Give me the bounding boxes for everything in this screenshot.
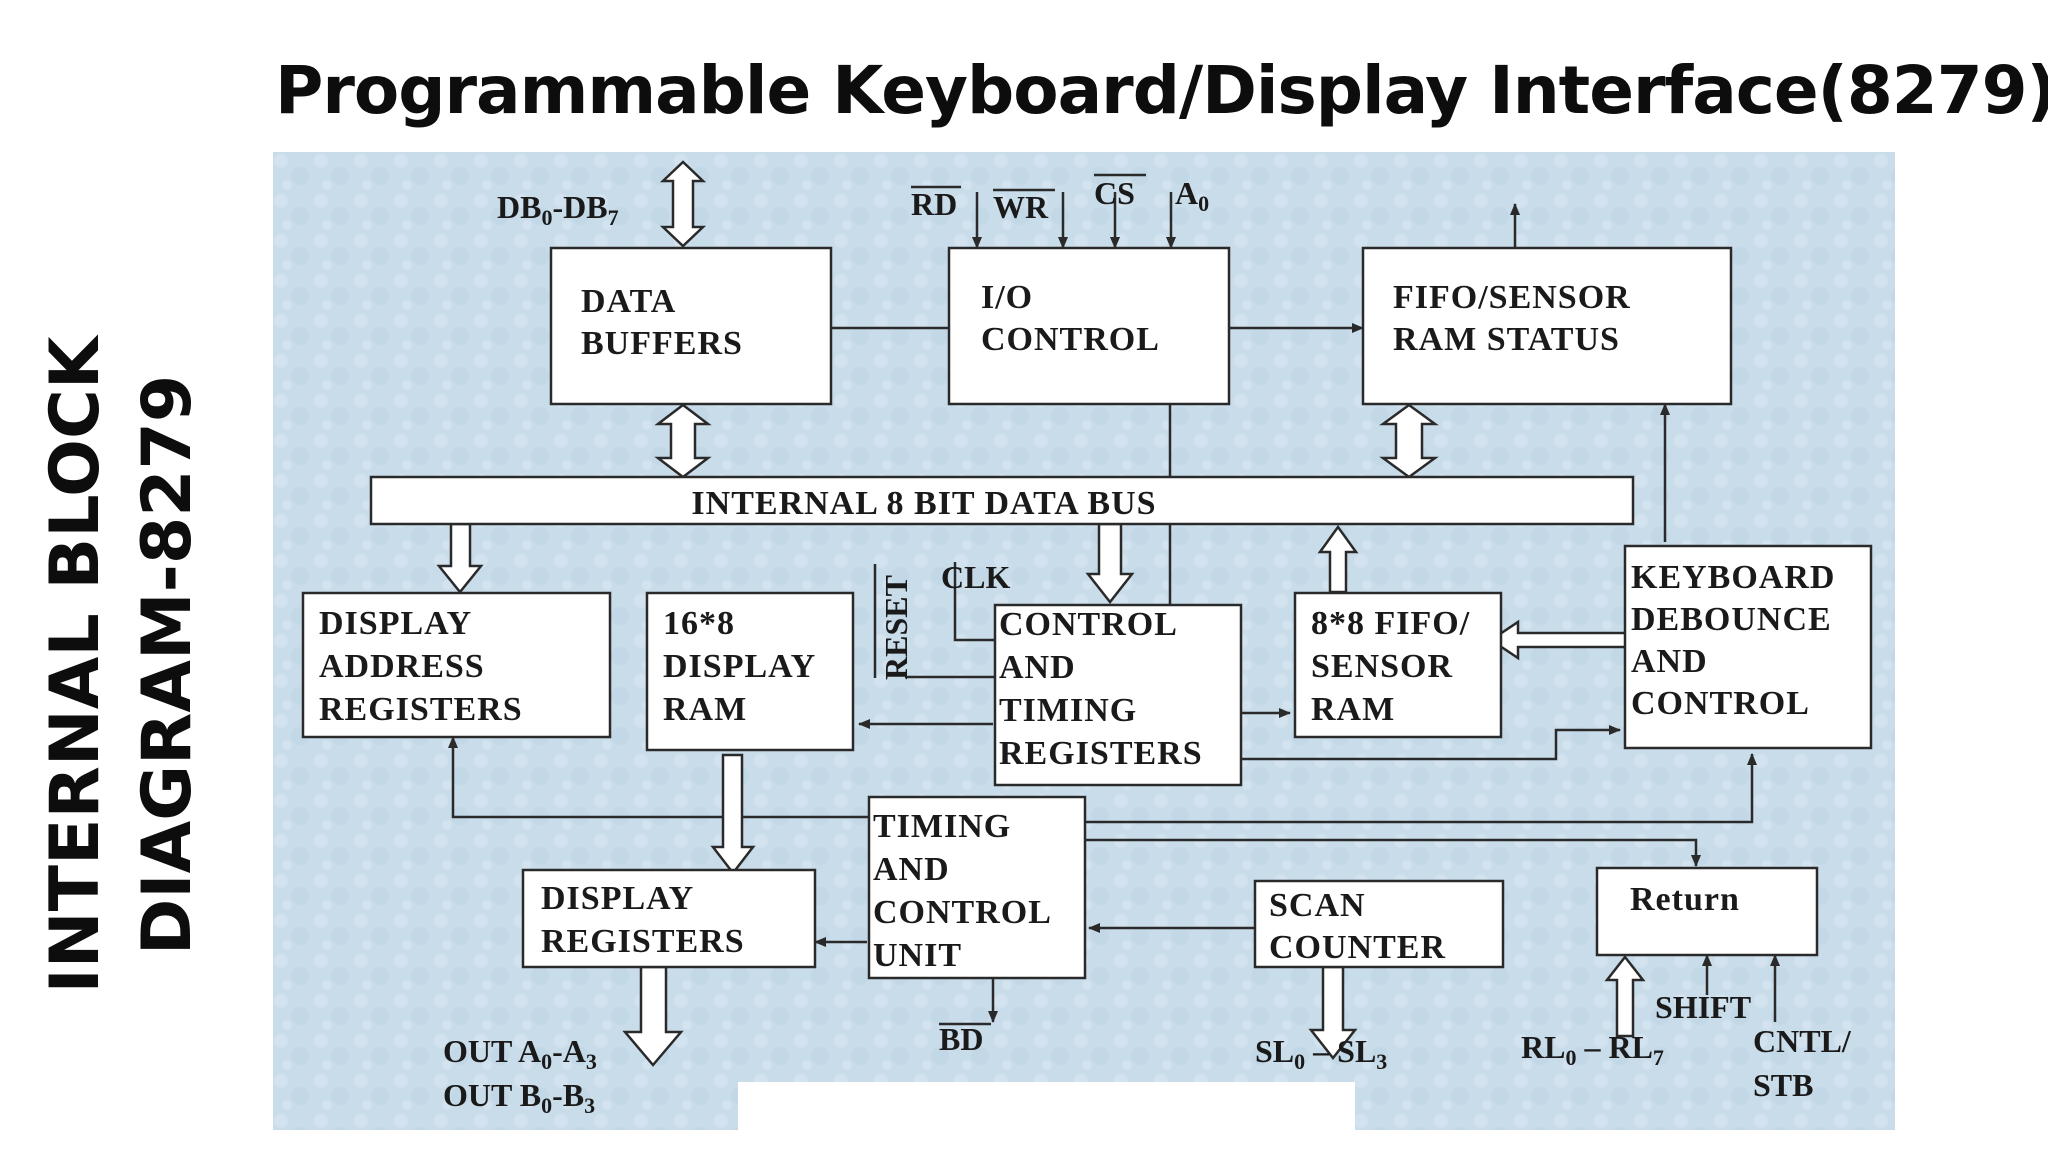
fifo-ram-line1: 8*8 FIFO/ <box>1311 605 1470 642</box>
display-address-line1: DISPLAY <box>319 605 472 642</box>
keyboard-line4: CONTROL <box>1631 685 1810 722</box>
slide-title: Programmable Keyboard/Display Interface(… <box>275 52 2048 129</box>
pin-bd: BD <box>939 1021 983 1057</box>
pin-shift: SHIFT <box>1655 989 1751 1025</box>
side-label: INTERNAL BLOCK DIAGRAM-8279 <box>30 295 214 1035</box>
scan-counter-line2: COUNTER <box>1269 929 1446 966</box>
control-timing-line1: CONTROL <box>999 606 1178 643</box>
control-timing-line2: AND <box>999 649 1076 686</box>
fifo-ram-line2: SENSOR <box>1311 648 1453 685</box>
block-timing-control-unit: TIMING AND CONTROL UNIT <box>867 795 1087 980</box>
block-return: Return <box>1595 866 1819 957</box>
connection-lines <box>448 192 1780 1023</box>
side-label-line1: INTERNAL BLOCK <box>36 336 115 994</box>
fifo-status-bus-arrow <box>1379 403 1439 479</box>
keyboard-line1: KEYBOARD <box>1631 559 1835 596</box>
block-fifo-sensor-ram: 8*8 FIFO/ SENSOR RAM <box>1293 591 1503 739</box>
pin-wr: WR <box>993 189 1049 225</box>
block-io-control: I/O CONTROL <box>947 246 1231 406</box>
block-display-address-registers: DISPLAY ADDRESS REGISTERS <box>301 591 612 739</box>
bus-arrows <box>436 160 1646 1067</box>
timing-unit-line4: UNIT <box>873 937 962 974</box>
bottom-blank-strip <box>738 1082 1355 1130</box>
buffers-bus-arrow <box>654 403 712 479</box>
pin-cs: CS <box>1094 175 1135 211</box>
display-ram-line3: RAM <box>663 691 747 728</box>
keyboard-line3: AND <box>1631 643 1708 680</box>
bus-to-display-address-arrow <box>436 522 484 594</box>
display-registers-line2: REGISTERS <box>541 923 745 960</box>
display-registers-line1: DISPLAY <box>541 880 694 917</box>
fifo-status-line2: RAM STATUS <box>1393 321 1620 358</box>
scan-counter-output-arrow <box>1308 965 1358 1061</box>
control-timing-line3: TIMING <box>999 692 1137 729</box>
pin-a0: A0 <box>1175 175 1209 216</box>
fifo-status-line1: FIFO/SENSOR <box>1393 279 1631 316</box>
pin-clk: CLK <box>941 559 1010 595</box>
pin-reset: RESET <box>878 575 914 680</box>
block-fifo-sensor-status: FIFO/SENSOR RAM STATUS <box>1361 246 1733 406</box>
pin-db: DB0-DB7 <box>497 189 619 230</box>
pin-rl: RL0 – RL7 <box>1521 1029 1664 1070</box>
side-label-line2: DIAGRAM-8279 <box>128 374 207 956</box>
block-data-buffers: DATA BUFFERS <box>549 246 833 406</box>
internal-bus-label: INTERNAL 8 BIT DATA BUS <box>691 485 1156 522</box>
keyboard-line2: DEBOUNCE <box>1631 601 1832 638</box>
display-address-line2: ADDRESS <box>319 648 485 685</box>
display-address-line3: REGISTERS <box>319 691 523 728</box>
display-ram-line1: 16*8 <box>663 605 735 642</box>
display-registers-output-arrow <box>622 965 684 1067</box>
block-display-registers: DISPLAY REGISTERS <box>521 868 817 969</box>
timing-unit-line3: CONTROL <box>873 894 1052 931</box>
pin-sl: SL0 – SL3 <box>1255 1033 1387 1074</box>
block-keyboard-debounce: KEYBOARD DEBOUNCE AND CONTROL <box>1623 544 1873 750</box>
control-timing-line4: REGISTERS <box>999 735 1203 772</box>
timing-unit-line1: TIMING <box>873 808 1011 845</box>
display-ram-line2: DISPLAY <box>663 648 816 685</box>
block-internal-data-bus: INTERNAL 8 BIT DATA BUS <box>369 475 1635 526</box>
fifo-ram-line3: RAM <box>1311 691 1395 728</box>
pin-labels: DB0-DB7 RD WR CS A0 CLK RESET BD OUT A0-… <box>443 173 1852 1118</box>
rl-input-arrow <box>1604 954 1646 1038</box>
pin-rd: RD <box>911 186 957 222</box>
data-buffers-line2: BUFFERS <box>581 325 743 362</box>
block-control-timing-registers: CONTROL AND TIMING REGISTERS <box>993 603 1243 787</box>
db-bidirectional-arrow <box>659 160 707 248</box>
scan-counter-line1: SCAN <box>1269 887 1366 924</box>
timing-unit-line2: AND <box>873 851 950 888</box>
pin-out-b: OUT B0-B3 <box>443 1077 595 1118</box>
block-diagram: DATA BUFFERS I/O CONTROL FIFO/SENSOR RAM… <box>273 152 1895 1130</box>
pin-cntl-line1: CNTL/ <box>1753 1023 1852 1059</box>
return-label: Return <box>1630 881 1740 918</box>
pin-out-a: OUT A0-A3 <box>443 1033 597 1074</box>
io-control-line1: I/O <box>981 279 1033 316</box>
bus-to-control-arrow <box>1085 522 1135 605</box>
pin-cntl-line2: STB <box>1753 1067 1813 1103</box>
block-scan-counter: SCAN COUNTER <box>1253 879 1505 969</box>
display-ram-to-registers-arrow <box>710 753 756 876</box>
io-control-line2: CONTROL <box>981 321 1160 358</box>
data-buffers-line1: DATA <box>581 283 676 320</box>
block-display-ram: 16*8 DISPLAY RAM <box>645 591 855 752</box>
